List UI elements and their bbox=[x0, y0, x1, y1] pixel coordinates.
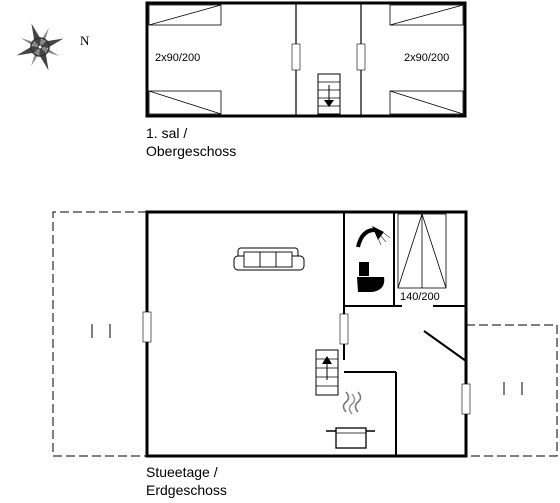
upper-floor-caption: 1. sal / Obergeschoss bbox=[146, 124, 236, 160]
compass-north-label: N bbox=[80, 33, 90, 48]
hall-diagonal-wall bbox=[423, 330, 467, 362]
bed-upper-left-bottom bbox=[148, 90, 222, 115]
upper-door-right bbox=[356, 43, 366, 71]
upper-floor-outline bbox=[145, 1, 467, 118]
entrance-door-right bbox=[461, 383, 471, 415]
toilet-icon bbox=[357, 262, 385, 292]
bed-ground-floor bbox=[397, 213, 447, 289]
ground-bed-label: 140/200 bbox=[400, 291, 440, 303]
terrace-left bbox=[52, 211, 147, 457]
stair-up-icon bbox=[315, 349, 339, 396]
ground-floor-plan bbox=[52, 210, 558, 458]
compass-rose-icon bbox=[16, 23, 64, 71]
shower-icon bbox=[356, 226, 391, 248]
door-living-hall bbox=[339, 313, 349, 345]
upper-bedroom-left-label: 2x90/200 bbox=[155, 52, 201, 64]
cooking-pot-icon bbox=[326, 391, 375, 449]
upper-floor-caption-line2: Obergeschoss bbox=[146, 143, 237, 159]
upper-door-left bbox=[291, 43, 301, 71]
ground-floor-caption: Stueetage / Erdgeschoss bbox=[146, 463, 227, 499]
upper-bedroom-right-label: 2x90/200 bbox=[404, 52, 450, 64]
upper-floor-plan bbox=[145, 1, 467, 118]
bed-upper-right-bottom bbox=[389, 90, 464, 115]
upper-floor-caption-line1: 1. sal / bbox=[146, 125, 188, 141]
entrance-door-left bbox=[142, 311, 152, 343]
ground-floor-caption-line2: Erdgeschoss bbox=[146, 482, 227, 498]
ground-floor-caption-line1: Stueetage / bbox=[146, 464, 218, 480]
terrace-right bbox=[466, 324, 558, 457]
sofa-icon bbox=[233, 247, 305, 271]
bed-upper-right-top bbox=[389, 4, 464, 26]
ground-floor-outline bbox=[145, 210, 468, 458]
bed-upper-left-top bbox=[148, 4, 222, 26]
stair-down-icon bbox=[317, 73, 341, 115]
